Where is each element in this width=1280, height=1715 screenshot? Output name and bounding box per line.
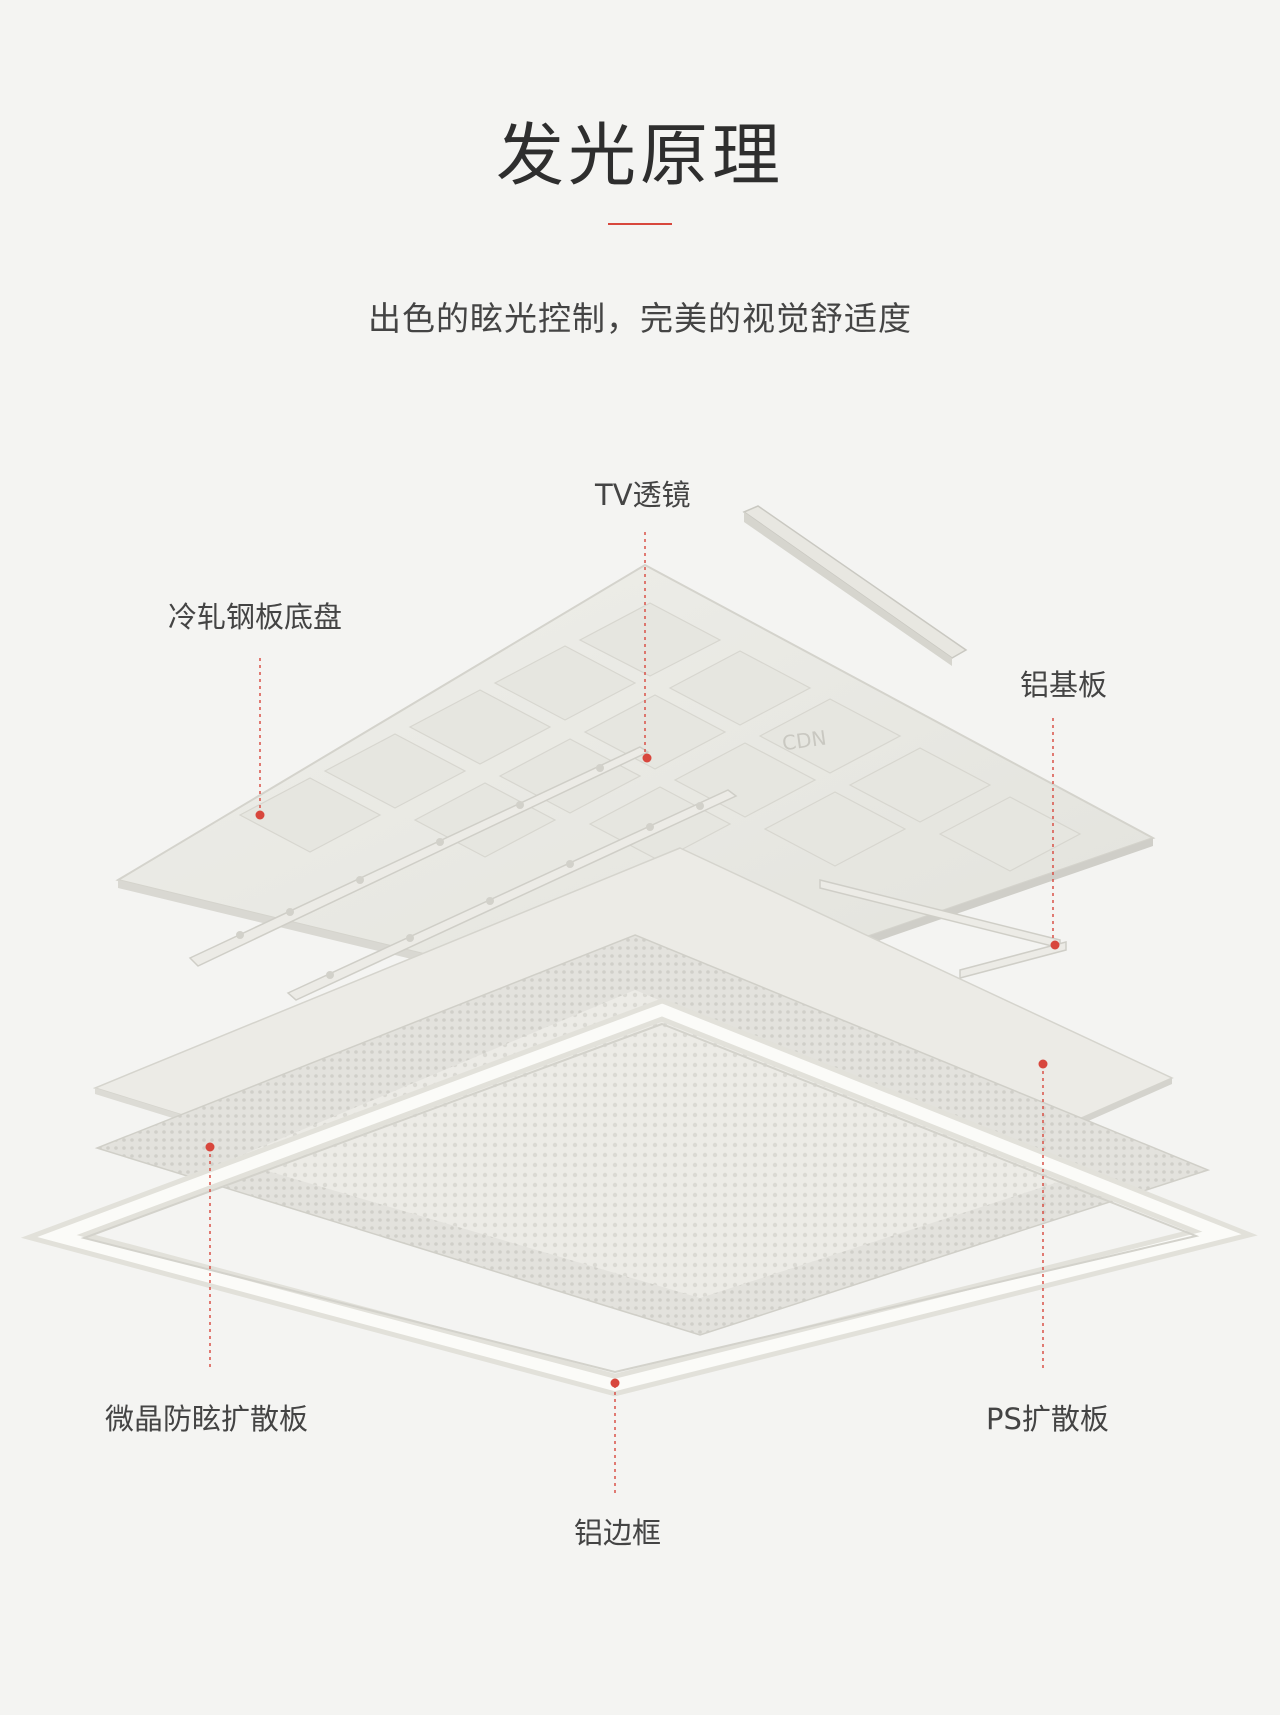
label-ps-diffuser: PS扩散板 <box>986 1402 1109 1436</box>
label-microcrystal-diffuser: 微晶防眩扩散板 <box>105 1402 309 1436</box>
aluminum-substrate-strips <box>188 746 1067 1001</box>
label-aluminum-frame: 铝边框 <box>574 1516 662 1550</box>
title-divider <box>608 223 672 225</box>
leader-dots <box>205 753 1060 1388</box>
label-tv-lens: TV透镜 <box>595 478 691 512</box>
microcrystal-diffuser-layer <box>94 934 1211 1336</box>
page-title: 发光原理 <box>495 117 784 196</box>
tv-lens-bar <box>742 505 968 666</box>
label-steel-chassis: 冷轧钢板底盘 <box>168 600 343 634</box>
led-chips <box>236 764 704 979</box>
label-aluminum-substrate: 铝基板 <box>1020 668 1108 702</box>
page-subtitle: 出色的眩光控制，完美的视觉舒适度 <box>368 299 912 338</box>
leader-lines <box>209 532 1054 1495</box>
